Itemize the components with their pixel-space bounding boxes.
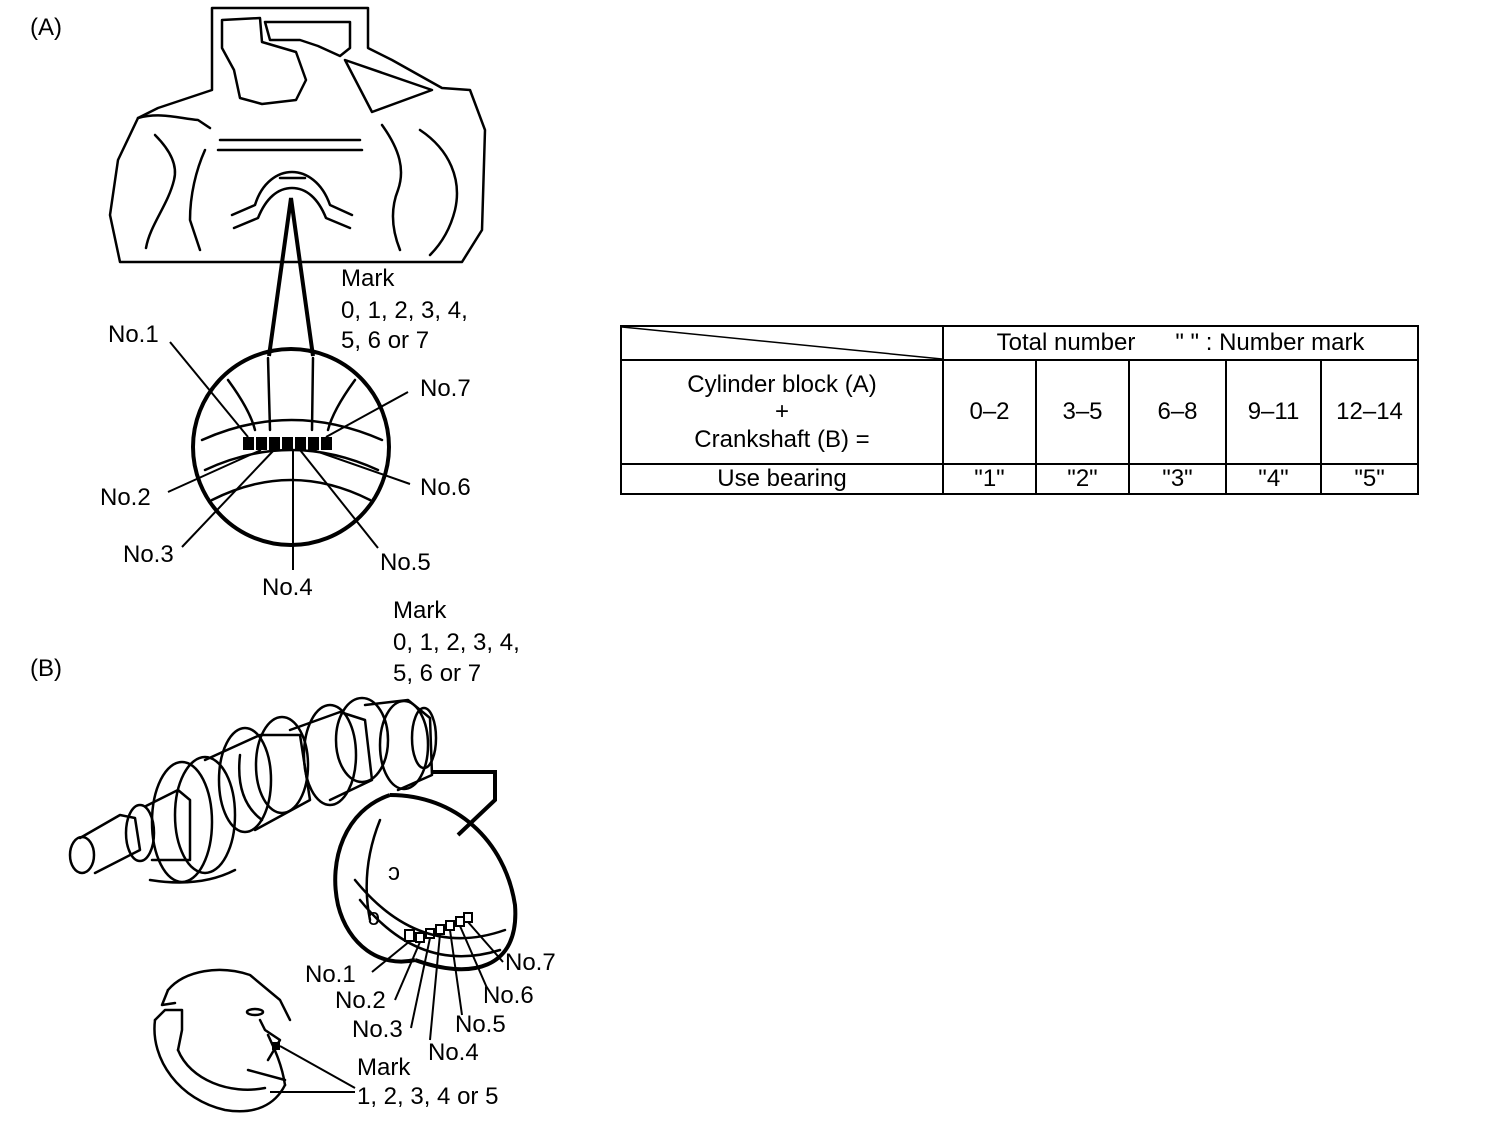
block-label-no4: No.4 <box>262 574 313 601</box>
crank-detail-circle: ↄ ↄ <box>333 770 518 972</box>
block-label-no1: No.1 <box>108 321 159 348</box>
range-cell: 0–2 <box>942 359 1037 465</box>
figure-b-label: (B) <box>30 655 62 682</box>
block-journal-detail-circle <box>191 197 391 547</box>
crank-label-no2: No.2 <box>335 987 386 1014</box>
crank-leader-lines <box>371 921 504 1041</box>
crank-mark-title: Mark <box>393 597 447 624</box>
row-label-cylinder-block: Cylinder block (A) <box>687 370 877 398</box>
range-cell: 12–14 <box>1319 359 1420 465</box>
row-label-crankshaft: Crankshaft (B) = <box>694 425 870 453</box>
cylinder-block-drawing <box>108 6 487 264</box>
table-header-row: Total number " " : Number mark <box>620 325 1420 361</box>
bearing-mark-values: 1, 2, 3, 4 or 5 <box>357 1083 498 1110</box>
crank-label-no7: No.7 <box>505 949 556 976</box>
crank-label-no1: No.1 <box>305 961 356 988</box>
header-total-number: Total number <box>996 329 1136 357</box>
range-cell: 9–11 <box>1225 359 1322 465</box>
block-mark-values-line2: 5, 6 or 7 <box>341 327 429 354</box>
block-label-no6: No.6 <box>420 474 471 501</box>
figure-a-label: (A) <box>30 14 62 41</box>
block-mark-values-line1: 0, 1, 2, 3, 4, <box>341 297 468 324</box>
table-row-bearing: Use bearing "1" "2" "3" "4" "5" <box>620 463 1420 495</box>
use-bearing-label: Use bearing <box>620 463 944 495</box>
svg-text:ↄ: ↄ <box>368 904 380 931</box>
bearing-cell: "2" <box>1035 463 1130 495</box>
table-corner-cell <box>620 325 944 361</box>
row-label-cell: Cylinder block (A) + Crankshaft (B) = <box>620 359 944 465</box>
crank-label-no4: No.4 <box>428 1039 479 1066</box>
row-label-plus: + <box>774 398 789 426</box>
svg-text:ↄ: ↄ <box>388 859 400 886</box>
bearing-mark-title: Mark <box>357 1054 411 1081</box>
crank-mark-values-line2: 5, 6 or 7 <box>393 660 481 687</box>
crank-label-no5: No.5 <box>455 1011 506 1038</box>
crank-label-no3: No.3 <box>352 1016 403 1043</box>
bearing-cell: "1" <box>942 463 1037 495</box>
table-header: Total number " " : Number mark <box>941 325 1420 361</box>
crankshaft-drawing <box>68 696 438 884</box>
crank-label-no6: No.6 <box>483 982 534 1009</box>
block-label-no2: No.2 <box>100 484 151 511</box>
bearing-cell: "5" <box>1319 463 1420 495</box>
bearing-cell: "4" <box>1225 463 1322 495</box>
block-leader-lines <box>167 341 411 570</box>
bearing-shell-drawing <box>153 968 292 1113</box>
header-number-mark: " " : Number mark <box>1175 329 1365 357</box>
bearing-mark-leader-upper <box>279 1045 356 1089</box>
bearing-selection-table: Total number " " : Number mark Cylinder b… <box>620 325 1420 495</box>
block-label-no7: No.7 <box>420 375 471 402</box>
range-cell: 3–5 <box>1035 359 1130 465</box>
block-mark-title: Mark <box>341 265 395 292</box>
range-cell: 6–8 <box>1128 359 1227 465</box>
block-label-no3: No.3 <box>123 541 174 568</box>
block-label-no5: No.5 <box>380 549 431 576</box>
table-row-total: Cylinder block (A) + Crankshaft (B) = 0–… <box>620 359 1420 465</box>
crank-mark-values-line1: 0, 1, 2, 3, 4, <box>393 629 520 656</box>
block-number-marks <box>243 437 332 450</box>
bearing-cell: "3" <box>1128 463 1227 495</box>
